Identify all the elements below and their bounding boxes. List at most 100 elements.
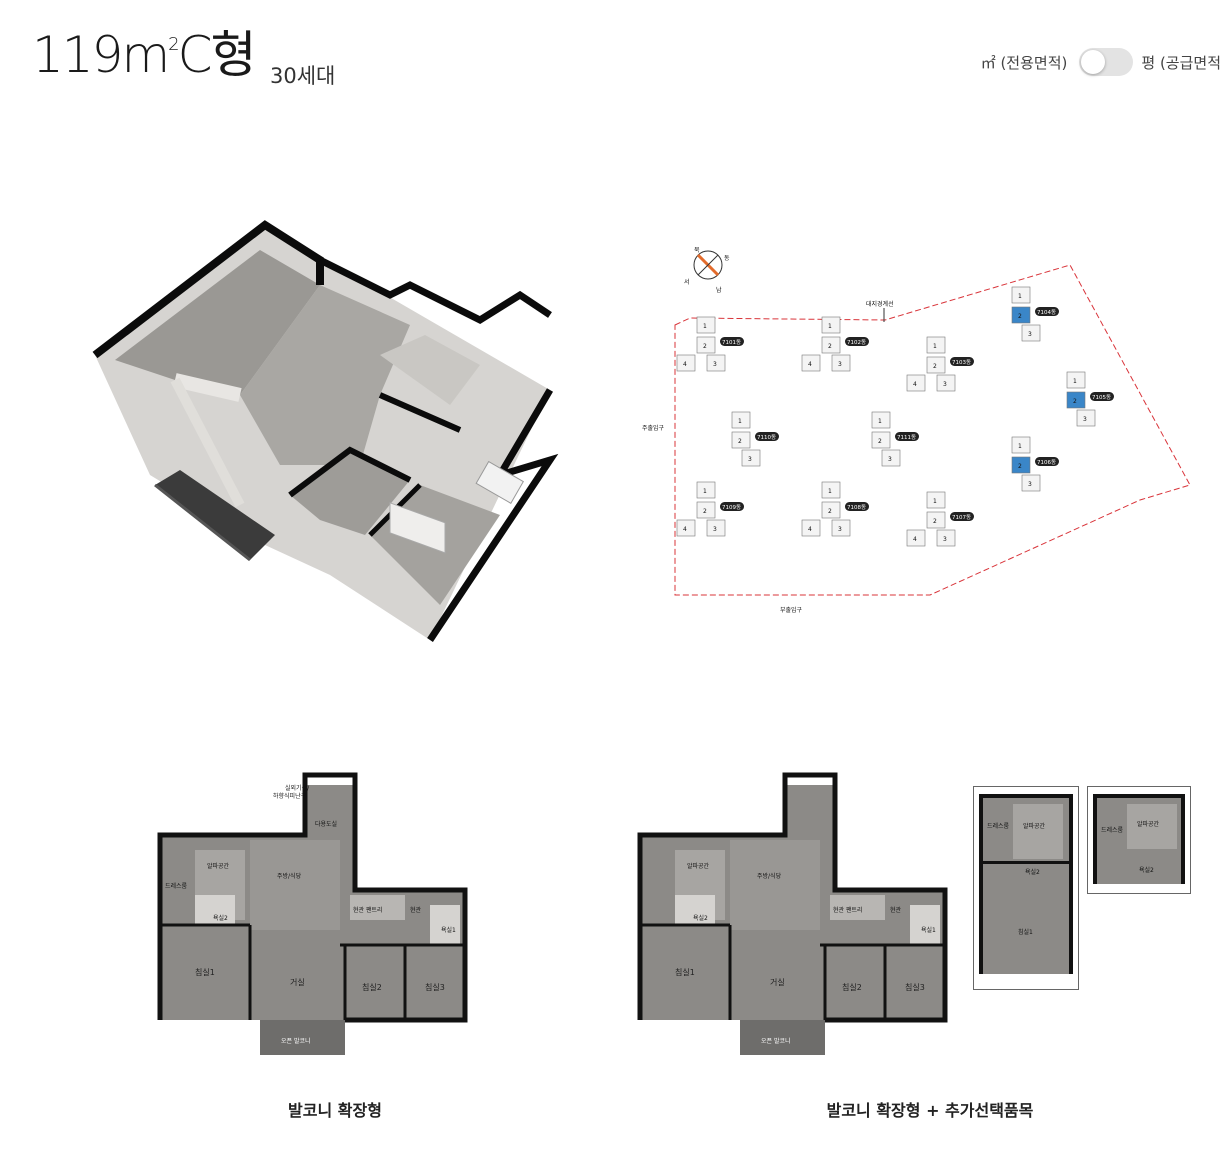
iso-kitchen-counter	[380, 335, 480, 405]
building-tag	[720, 337, 744, 346]
unit-block	[926, 491, 946, 509]
unit-number: 2	[828, 508, 832, 515]
unit-block	[801, 354, 821, 372]
label-alpha: 알파공간	[207, 862, 230, 870]
label-bath1: 욕실1	[441, 926, 456, 934]
unit-number: 3	[713, 526, 717, 533]
sub-entrance-label: 부출입구	[780, 606, 803, 614]
iso-wall-partition	[173, 373, 242, 402]
household-count: 30세대	[270, 64, 336, 88]
plan-bath2	[195, 895, 235, 925]
unit-block	[696, 336, 716, 354]
unit-block	[1021, 474, 1041, 492]
iso-shelf	[389, 502, 446, 554]
iso-floor-bed2	[290, 450, 410, 535]
inset-a-dress: 드레스룸	[987, 822, 1010, 830]
unit-block	[696, 481, 716, 499]
inset-a-bath2: 욕실2	[1025, 868, 1040, 876]
label-bath2: 욕실2	[213, 914, 228, 922]
iso-wall-north-east	[318, 256, 552, 325]
building-tag	[1035, 307, 1059, 316]
label2-bath2: 욕실2	[693, 914, 708, 922]
unit-block	[706, 519, 726, 537]
site-plan-map: 북 동 남 서 대지경계선 주출입구 부출입구 12347101동1234710…	[642, 247, 1191, 614]
compass-north: 북	[694, 247, 700, 254]
label-outdoor: 실외기실/	[285, 784, 310, 792]
unit-block	[731, 411, 751, 429]
unit-block	[1076, 409, 1096, 427]
plan2-balcony	[740, 1020, 825, 1055]
inset-b-dress: 드레스룸	[1101, 826, 1124, 834]
unit-number: 1	[703, 488, 707, 495]
iso-floor-living	[240, 285, 410, 465]
plan-kitchen	[250, 840, 340, 930]
iso-floor-bed1	[115, 250, 320, 395]
unit-block	[676, 519, 696, 537]
unit-block	[926, 511, 946, 529]
label2-bed2: 침실2	[842, 982, 862, 992]
unit-number: 4	[808, 526, 812, 533]
building-tag	[755, 432, 779, 441]
unit-number: 1	[828, 488, 832, 495]
unit-number: 4	[808, 361, 812, 368]
building-name: 7106동	[1037, 459, 1056, 466]
unit-number: 1	[878, 418, 882, 425]
unit-number: 3	[1028, 331, 1032, 338]
area-unit-toggle[interactable]	[1079, 48, 1134, 76]
inset-b-outline	[1093, 794, 1185, 884]
unit-block	[696, 316, 716, 334]
plan2-pantry	[830, 895, 885, 920]
building-name: 7109동	[722, 504, 741, 511]
label-utility: 다용도실	[315, 820, 337, 828]
unit-number: 1	[933, 498, 937, 505]
toggle-knob[interactable]	[1081, 50, 1106, 74]
unit-number: 2	[1073, 398, 1077, 405]
unit-block	[1011, 436, 1031, 454]
building-7109동: 1 2 3 4 7109동	[676, 481, 744, 537]
plan2-walls	[637, 772, 948, 1023]
unit-number: 3	[888, 456, 892, 463]
option-inset-a: 드레스룸 알파공간 욕실2 침실1	[973, 786, 1079, 990]
unit-number: 2	[738, 438, 742, 445]
label2-pantry: 현관 팬트리	[833, 906, 863, 914]
building-tag	[1090, 392, 1114, 401]
unit-block	[821, 481, 841, 499]
building-name: 7102동	[847, 339, 866, 346]
iso-balcony-rail	[154, 483, 251, 562]
boundary-label: 대지경계선	[866, 300, 894, 308]
label2-bath1: 욕실1	[921, 926, 936, 934]
building-tag	[845, 502, 869, 511]
label2-entrance: 현관	[890, 906, 902, 914]
label-outdoor2: 하향식피난구	[273, 792, 307, 800]
building-name: 7110동	[757, 434, 776, 441]
plan-walls	[157, 772, 468, 1023]
unit-number: 2	[828, 343, 832, 350]
plan-bath1	[430, 905, 460, 945]
label2-balcony: 오픈 발코니	[761, 1037, 791, 1045]
label2-bed1: 침실1	[675, 967, 695, 977]
floor-plan-option: 알파공간 욕실2 주방/식당 현관 팬트리 현관 욕실1 침실1 거실 침실2 …	[637, 772, 948, 1055]
unit-number: 2	[703, 508, 707, 515]
unit-number: 3	[943, 381, 947, 388]
unit-block	[706, 354, 726, 372]
plan2-kitchen	[730, 840, 820, 930]
unit-number: 2	[1018, 463, 1022, 470]
building-tag	[895, 432, 919, 441]
toggle-right-label[interactable]: 평 (공급면적	[1141, 53, 1221, 72]
unit-number: 2	[703, 343, 707, 350]
label-entrance: 현관	[410, 906, 422, 914]
compass-west: 서	[684, 278, 690, 286]
unit-number: 4	[683, 526, 687, 533]
unit-number: 3	[943, 536, 947, 543]
building-name: 7101동	[722, 339, 741, 346]
iso-wall-bed1-side	[170, 377, 245, 508]
unit-number: 2	[933, 363, 937, 370]
toggle-left-label[interactable]: ㎡ (전용면적)	[980, 53, 1068, 72]
unit-block	[936, 529, 956, 547]
compass-south: 남	[716, 286, 722, 294]
iso-wall-north	[92, 220, 324, 359]
type-number: 119	[32, 26, 123, 84]
